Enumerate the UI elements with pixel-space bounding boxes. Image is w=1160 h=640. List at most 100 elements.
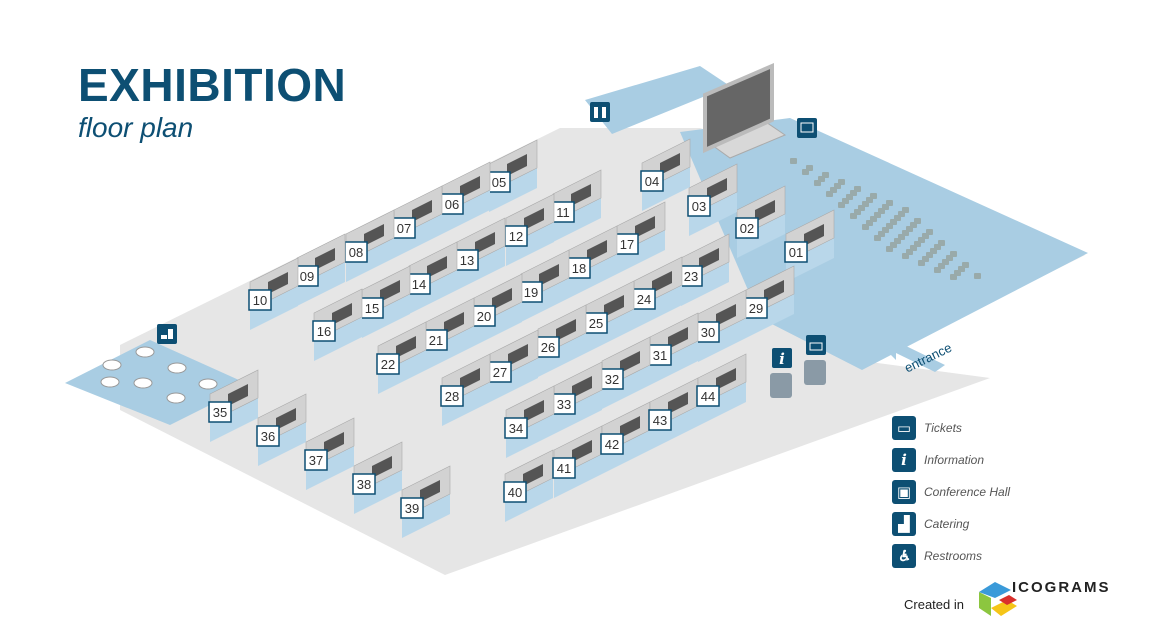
- conference-hall-icon: ▣: [892, 480, 916, 504]
- booth-35[interactable]: 35: [208, 369, 259, 442]
- booth-floor: [617, 230, 665, 274]
- booth-17[interactable]: 17: [615, 201, 666, 274]
- booth-floor: [506, 222, 554, 266]
- booth-20[interactable]: 20: [472, 273, 523, 346]
- booth-floor: [554, 454, 602, 498]
- booth-37[interactable]: 37: [304, 417, 355, 490]
- booth-display: [716, 368, 736, 390]
- booth-number: 24: [637, 292, 651, 307]
- booth-display: [324, 432, 344, 454]
- booth-display: [444, 312, 464, 334]
- booth-29[interactable]: 29: [744, 265, 795, 338]
- booth-display: [315, 248, 335, 270]
- booth-display: [635, 216, 655, 238]
- booth-05[interactable]: 05: [487, 139, 538, 212]
- booth-display: [699, 248, 719, 270]
- entrance-arrow[interactable]: [886, 340, 945, 372]
- chair: [838, 202, 845, 208]
- booth-floor: [681, 262, 729, 306]
- legend-label: Restrooms: [924, 549, 983, 563]
- booth-36[interactable]: 36: [256, 393, 307, 466]
- booth-32[interactable]: 32: [600, 336, 651, 409]
- restroom-icon: ♿︎: [892, 544, 916, 568]
- booth-01[interactable]: 01: [784, 209, 835, 282]
- booth-15[interactable]: 15: [360, 265, 411, 338]
- booth-10[interactable]: 10: [248, 257, 299, 330]
- credit-text: Created in: [904, 597, 964, 612]
- legend-item-tickets: ▭Tickets: [892, 412, 1010, 444]
- booth-number: 25: [589, 316, 603, 331]
- legend-label: Conference Hall: [924, 485, 1011, 499]
- booth-display: [668, 327, 688, 349]
- ticket-icon: ▭: [892, 416, 916, 440]
- booth-label-box: [503, 481, 527, 503]
- conference-hall-icon: [797, 118, 817, 138]
- booth-14[interactable]: 14: [407, 241, 458, 314]
- booth-number: 37: [309, 453, 323, 468]
- booth-26[interactable]: 26: [536, 304, 587, 377]
- legend-label: Information: [924, 453, 985, 467]
- booth-label-box: [208, 401, 232, 423]
- chair: [802, 169, 809, 175]
- booth-floor: [210, 398, 258, 442]
- booth-02[interactable]: 02: [735, 185, 786, 258]
- booth-display: [620, 351, 640, 373]
- svg-text:i: i: [779, 350, 785, 368]
- brand-name: ICOGRAMS: [1012, 579, 1111, 596]
- booth-floor: [698, 382, 746, 426]
- page-title: EXHIBITION: [78, 59, 347, 111]
- booth-display: [668, 392, 688, 414]
- booth-06[interactable]: 06: [440, 161, 491, 234]
- booth-18[interactable]: 18: [567, 225, 618, 298]
- booth-display: [524, 208, 544, 230]
- booth-number: 14: [412, 277, 426, 292]
- booth-display: [707, 178, 727, 200]
- booth-number: 29: [749, 301, 763, 316]
- booth-display: [572, 376, 592, 398]
- booth-43[interactable]: 43: [648, 377, 699, 450]
- booth-16[interactable]: 16: [312, 288, 363, 361]
- booth-34[interactable]: 34: [504, 385, 555, 458]
- booth-number: 10: [253, 293, 267, 308]
- booth-number: 23: [684, 269, 698, 284]
- booth-floor: [474, 302, 522, 346]
- booth-number: 44: [701, 389, 715, 404]
- booth-33[interactable]: 33: [552, 361, 603, 434]
- booth-04[interactable]: 04: [640, 138, 691, 211]
- information-icon: i: [892, 448, 916, 472]
- booth-floor: [553, 198, 601, 242]
- booth-22[interactable]: 22: [376, 321, 427, 394]
- booth-28[interactable]: 28: [440, 353, 491, 426]
- booth-03[interactable]: 03: [687, 163, 738, 236]
- booth-11[interactable]: 11: [551, 169, 602, 242]
- booth-label-box: [696, 385, 720, 407]
- booth-27[interactable]: 27: [488, 329, 539, 402]
- chair: [918, 260, 925, 266]
- booth-08[interactable]: 08: [344, 209, 395, 282]
- booth-label-box: [400, 497, 424, 519]
- booth-44[interactable]: 44: [696, 353, 747, 426]
- booth-display: [332, 303, 352, 325]
- booth-display: [460, 176, 480, 198]
- catering-icon: [157, 324, 177, 344]
- booth-42[interactable]: 42: [600, 401, 651, 474]
- booth-number: 15: [365, 301, 379, 316]
- booth-39[interactable]: 39: [400, 465, 451, 538]
- booth-40[interactable]: 40: [503, 449, 554, 522]
- booth-19[interactable]: 19: [519, 249, 570, 322]
- restroom-icon: [590, 102, 610, 122]
- booth-number: 39: [405, 501, 419, 516]
- booth-number: 04: [645, 174, 659, 189]
- booth-38[interactable]: 38: [352, 441, 403, 514]
- booth-21[interactable]: 21: [424, 297, 475, 370]
- chair: [850, 213, 857, 219]
- booth-display: [539, 264, 559, 286]
- booth-floor: [602, 430, 650, 474]
- booth-41[interactable]: 41: [552, 425, 603, 498]
- booth-floor: [786, 238, 834, 282]
- booth-31[interactable]: 31: [648, 312, 699, 385]
- chair: [934, 267, 941, 273]
- booth-number: 20: [477, 309, 491, 324]
- booth-number: 18: [572, 261, 586, 276]
